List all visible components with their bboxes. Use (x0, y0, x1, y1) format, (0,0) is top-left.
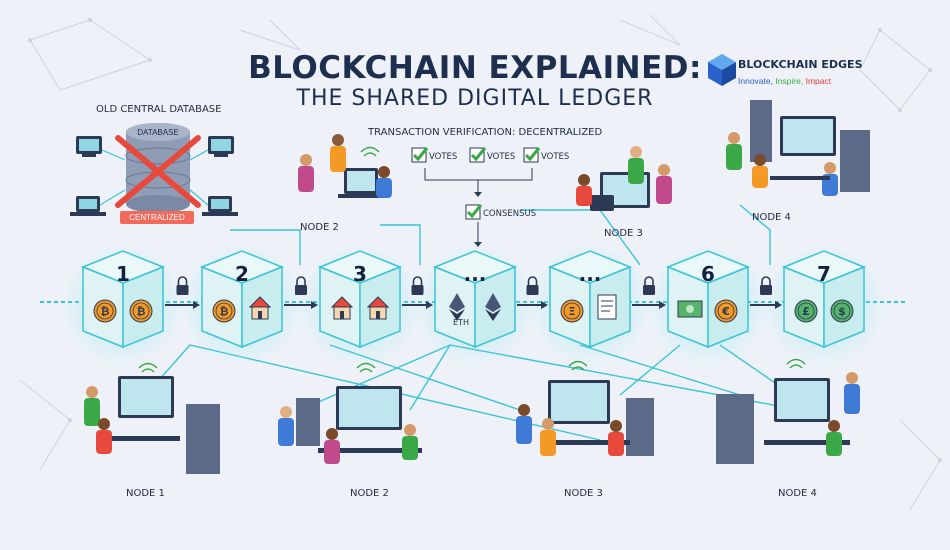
brand-name: BLOCKCHAIN EDGES (738, 58, 863, 71)
svg-text:£: £ (802, 305, 810, 318)
svg-text:$: $ (838, 305, 846, 318)
bitcoin-and-house-icon: ₿ (212, 296, 272, 323)
bottom-node-label: NODE 2 (350, 488, 389, 499)
lock-icon (295, 276, 307, 295)
houses-icon (330, 296, 390, 320)
chain-arrow (632, 301, 666, 309)
votes-diagram (411, 147, 541, 247)
bottom-node-label: NODE 1 (126, 488, 165, 499)
wifi-icon-group (138, 146, 806, 373)
block-5: Ξ (528, 243, 652, 367)
block-6: € (646, 243, 770, 367)
block-label: 6 (701, 262, 715, 286)
chain-arrow (284, 301, 318, 309)
block-label: 2 (235, 262, 249, 286)
vote-label: VOTES (429, 152, 458, 162)
svg-text:€: € (721, 305, 730, 318)
verification-heading: TRANSACTION VERIFICATION: DECENTRALIZED (368, 127, 603, 138)
page-subtitle: THE SHARED DIGITAL LEDGER (296, 86, 654, 111)
brand-logo: BLOCKCHAIN EDGES Innovate, Inspire, Impa… (700, 52, 900, 98)
svg-text:₿: ₿ (137, 305, 146, 318)
block-links (165, 276, 782, 309)
bottom-node-people (84, 372, 860, 474)
svg-text:Ξ: Ξ (569, 305, 576, 318)
brand-tagline: Innovate, Inspire, Impact (738, 76, 831, 86)
centralized-badge: CENTRALIZED (120, 211, 194, 224)
top-node-label: NODE 2 (300, 222, 339, 233)
lock-icon (760, 276, 772, 295)
vote-label: VOTES (541, 152, 570, 162)
lock-icon (643, 276, 655, 295)
top-node-label: NODE 3 (604, 228, 643, 239)
svg-text:₿: ₿ (101, 305, 110, 318)
ethereum-and-contract-icon: Ξ (560, 294, 617, 323)
chain-arrow (517, 301, 548, 309)
database-label: DATABASE (137, 128, 179, 137)
central-db-heading: OLD CENTRAL DATABASE (96, 104, 222, 115)
chain-arrow (402, 301, 433, 309)
bottom-node-label: NODE 3 (564, 488, 603, 499)
brand-tagline-part: Innovate, (738, 76, 776, 86)
top-node-label: NODE 4 (752, 212, 791, 223)
block-label: ... (463, 262, 487, 286)
top-node-people (298, 100, 870, 211)
block-7: £$ (762, 243, 886, 367)
central-database-illustration (70, 123, 238, 216)
block-label: 7 (817, 262, 831, 286)
consensus-label: CONSENSUS (483, 209, 537, 219)
vote-label: VOTES (487, 152, 516, 162)
block-label: 1 (116, 262, 130, 286)
bitcoin-coins-icon: ₿₿ (93, 299, 153, 323)
chain-arrow (750, 301, 782, 309)
ethereum-icon (449, 293, 501, 321)
cash-and-euro-icon: € (677, 299, 738, 323)
lock-icon (411, 276, 424, 295)
page-title: BLOCKCHAIN EXPLAINED: (248, 50, 702, 86)
brand-tagline-part: Impact (805, 76, 832, 86)
block-2: ₿ (180, 243, 304, 367)
block-label: 3 (353, 262, 367, 286)
pound-and-dollar-coins-icon: £$ (794, 299, 854, 323)
chain-arrow (165, 301, 200, 309)
svg-text:₿: ₿ (220, 305, 229, 318)
lock-icon (176, 276, 189, 295)
blocks-group: ₿₿₿Ξ€£$ (61, 243, 886, 367)
block-label: ... (578, 262, 602, 286)
block-4 (413, 243, 537, 367)
brand-logo-icon (708, 54, 736, 86)
block-1: ₿₿ (61, 243, 185, 367)
block-3 (298, 243, 422, 367)
bottom-node-label: NODE 4 (778, 488, 817, 499)
lock-icon (526, 276, 539, 295)
brand-tagline-part: Inspire, (775, 76, 806, 86)
eth-caption: ETH (453, 318, 469, 327)
